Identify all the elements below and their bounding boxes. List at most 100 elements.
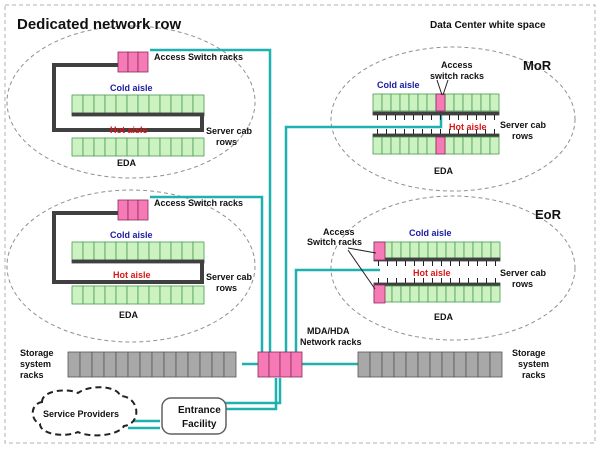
cable-eor [294, 268, 380, 352]
server-rack [82, 241, 95, 261]
aisle-containment [372, 111, 500, 116]
server-rack [170, 137, 183, 157]
cold-aisle-label: Cold aisle [377, 80, 420, 90]
mor-title: MoR [523, 58, 552, 73]
server-rack [126, 137, 139, 157]
top-left-zone [6, 25, 256, 179]
server-rack [115, 285, 128, 305]
server-rack [93, 137, 106, 157]
access-switch-label: Access Switch racks [154, 52, 243, 62]
server-rack [192, 94, 205, 114]
storage-right-label: system [518, 359, 549, 369]
server-rack [93, 285, 106, 305]
server-rack [481, 285, 492, 303]
server-rack [426, 93, 437, 112]
server-rack [480, 93, 491, 112]
storage-rack [91, 351, 105, 378]
server-rack [381, 136, 392, 155]
access-switch-rack [137, 199, 149, 221]
server-rack [181, 137, 194, 157]
storage-rack [187, 351, 201, 378]
server-rack [126, 241, 139, 261]
storage-left-label: Storage [20, 348, 54, 358]
storage-rack [79, 351, 93, 378]
cable-top-left [150, 48, 272, 352]
eor-access-label: Switch racks [307, 237, 362, 247]
server-rack [453, 136, 464, 155]
storage-rack [381, 351, 395, 378]
eor-pointer-arrow [347, 247, 377, 254]
server-rack [444, 136, 455, 155]
eda-label: EDA [434, 312, 454, 322]
server-rack [115, 137, 128, 157]
eor-pointer-arrow [347, 249, 376, 290]
eda-label: EDA [117, 158, 137, 168]
white-space-border [4, 4, 596, 444]
cold-aisle-label: Cold aisle [409, 228, 452, 238]
aisle-containment [71, 112, 205, 117]
mor-switch-rack [435, 136, 446, 155]
server-rack [82, 285, 95, 305]
eor-access-label: Access [323, 227, 355, 237]
service-providers-cloud [31, 386, 138, 437]
server-cab-label: Server cab [500, 120, 547, 130]
server-rack [408, 93, 419, 112]
mda-network-rack [257, 351, 270, 378]
server-rack [192, 241, 205, 261]
server-cab-label: rows [216, 283, 237, 293]
server-rack [159, 94, 172, 114]
server-rack [82, 137, 95, 157]
server-rack [436, 241, 447, 259]
server-rack [481, 241, 492, 259]
server-rack [409, 285, 420, 303]
server-rack [463, 285, 474, 303]
server-rack [445, 241, 456, 259]
server-cab-label: Server cab [206, 272, 253, 282]
server-rack [418, 285, 429, 303]
server-rack [489, 93, 500, 112]
server-rack [399, 136, 410, 155]
server-rack [462, 136, 473, 155]
mda-network-rack [268, 351, 281, 378]
server-rack [418, 241, 429, 259]
eda-label: EDA [119, 310, 139, 320]
server-rack [137, 241, 150, 261]
server-rack [400, 285, 411, 303]
cable-entrance-1 [224, 378, 282, 405]
hot-aisle-label: Hot aisle [113, 270, 151, 280]
storage-right-label: Storage [512, 348, 546, 358]
bottom-left-aisle-wall [52, 211, 204, 284]
aisle-containment [71, 259, 205, 264]
storage-rack [417, 351, 431, 378]
mor-pointer-arrow [436, 79, 443, 96]
hot-aisle-label: Hot aisle [449, 122, 487, 132]
storage-rack [369, 351, 383, 378]
storage-rack [441, 351, 455, 378]
server-rack [148, 285, 161, 305]
server-rack [93, 241, 106, 261]
storage-rack [465, 351, 479, 378]
server-rack [71, 285, 84, 305]
server-rack [399, 93, 410, 112]
mda-network-rack [279, 351, 292, 378]
server-cab-label: Server cab [206, 126, 253, 136]
entrance-facility-label: Facility [182, 419, 217, 430]
server-rack [104, 285, 117, 305]
eor-switch-rack [373, 241, 386, 261]
storage-rack [151, 351, 165, 378]
storage-rack [223, 351, 237, 378]
server-rack [490, 241, 501, 259]
server-rack [137, 285, 150, 305]
server-rack [417, 93, 428, 112]
server-rack [471, 93, 482, 112]
server-rack [170, 241, 183, 261]
mor-pointer-arrow [442, 79, 449, 96]
aisle-containment [373, 257, 501, 262]
server-rack [445, 285, 456, 303]
server-rack [159, 137, 172, 157]
server-rack [71, 241, 84, 261]
server-rack [71, 137, 84, 157]
access-switch-rack [117, 199, 129, 221]
